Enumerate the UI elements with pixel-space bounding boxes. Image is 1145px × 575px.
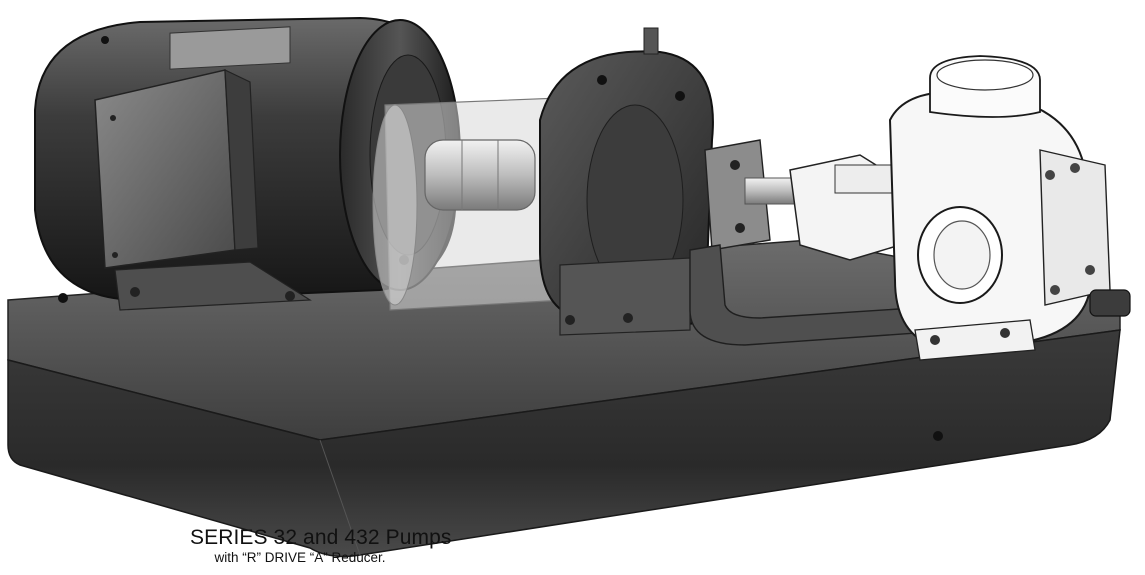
reducer-housing <box>539 27 714 336</box>
coupling-guard <box>372 97 566 311</box>
breather-cap <box>643 27 659 55</box>
pump-inlet-port <box>917 206 1003 304</box>
figure-caption: SERIES 32 and 432 Pumps with “R” DRIVE “… <box>190 526 452 566</box>
relief-valve <box>1089 289 1131 317</box>
caption-title: SERIES 32 and 432 Pumps <box>190 526 452 549</box>
flexible-coupling <box>424 139 536 211</box>
caption-subtitle: with “R” DRIVE “A” Reducer. <box>214 550 386 565</box>
gear-pump <box>789 55 1131 361</box>
motor-nameplate <box>169 26 291 70</box>
